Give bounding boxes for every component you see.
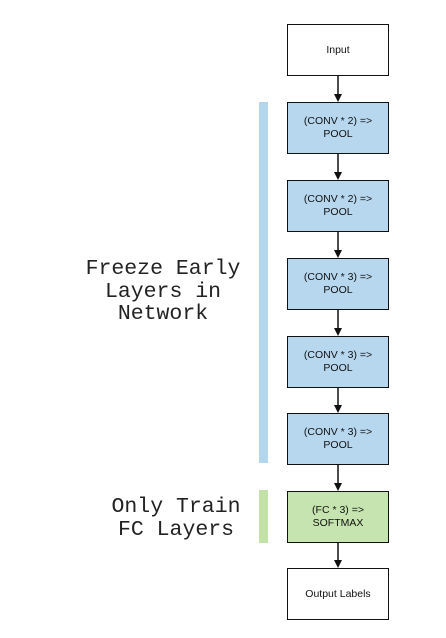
only-train-fc-layers-label: Only Train FC Layers bbox=[111, 495, 241, 542]
arrowhead-input-to-conv-block-1 bbox=[334, 94, 342, 102]
arrowhead-conv-block-2-to-conv-block-3 bbox=[334, 250, 342, 258]
freeze-early-layers-label: Freeze Early Layers in Network bbox=[85, 257, 241, 326]
arrowhead-conv-block-1-to-conv-block-2 bbox=[334, 172, 342, 180]
arrowhead-conv-block-3-to-conv-block-4 bbox=[334, 328, 342, 336]
conv-block-2-node: (CONV * 2) => POOL bbox=[287, 180, 389, 232]
freeze-bracket-bar bbox=[259, 102, 268, 463]
train-bracket-bar bbox=[259, 490, 268, 543]
conv-block-3-node: (CONV * 3) => POOL bbox=[287, 258, 389, 310]
output-node: Output Labels bbox=[287, 568, 389, 620]
arrowhead-conv-block-5-to-fc-block bbox=[334, 483, 342, 491]
input-node: Input bbox=[287, 24, 389, 76]
conv-block-1-node: (CONV * 2) => POOL bbox=[287, 102, 389, 154]
arrowhead-fc-block-to-output bbox=[334, 560, 342, 568]
fc-block-node: (FC * 3) => SOFTMAX bbox=[287, 491, 389, 543]
conv-block-5-node: (CONV * 3) => POOL bbox=[287, 413, 389, 465]
conv-block-4-node: (CONV * 3) => POOL bbox=[287, 336, 389, 388]
arrowhead-conv-block-4-to-conv-block-5 bbox=[334, 405, 342, 413]
